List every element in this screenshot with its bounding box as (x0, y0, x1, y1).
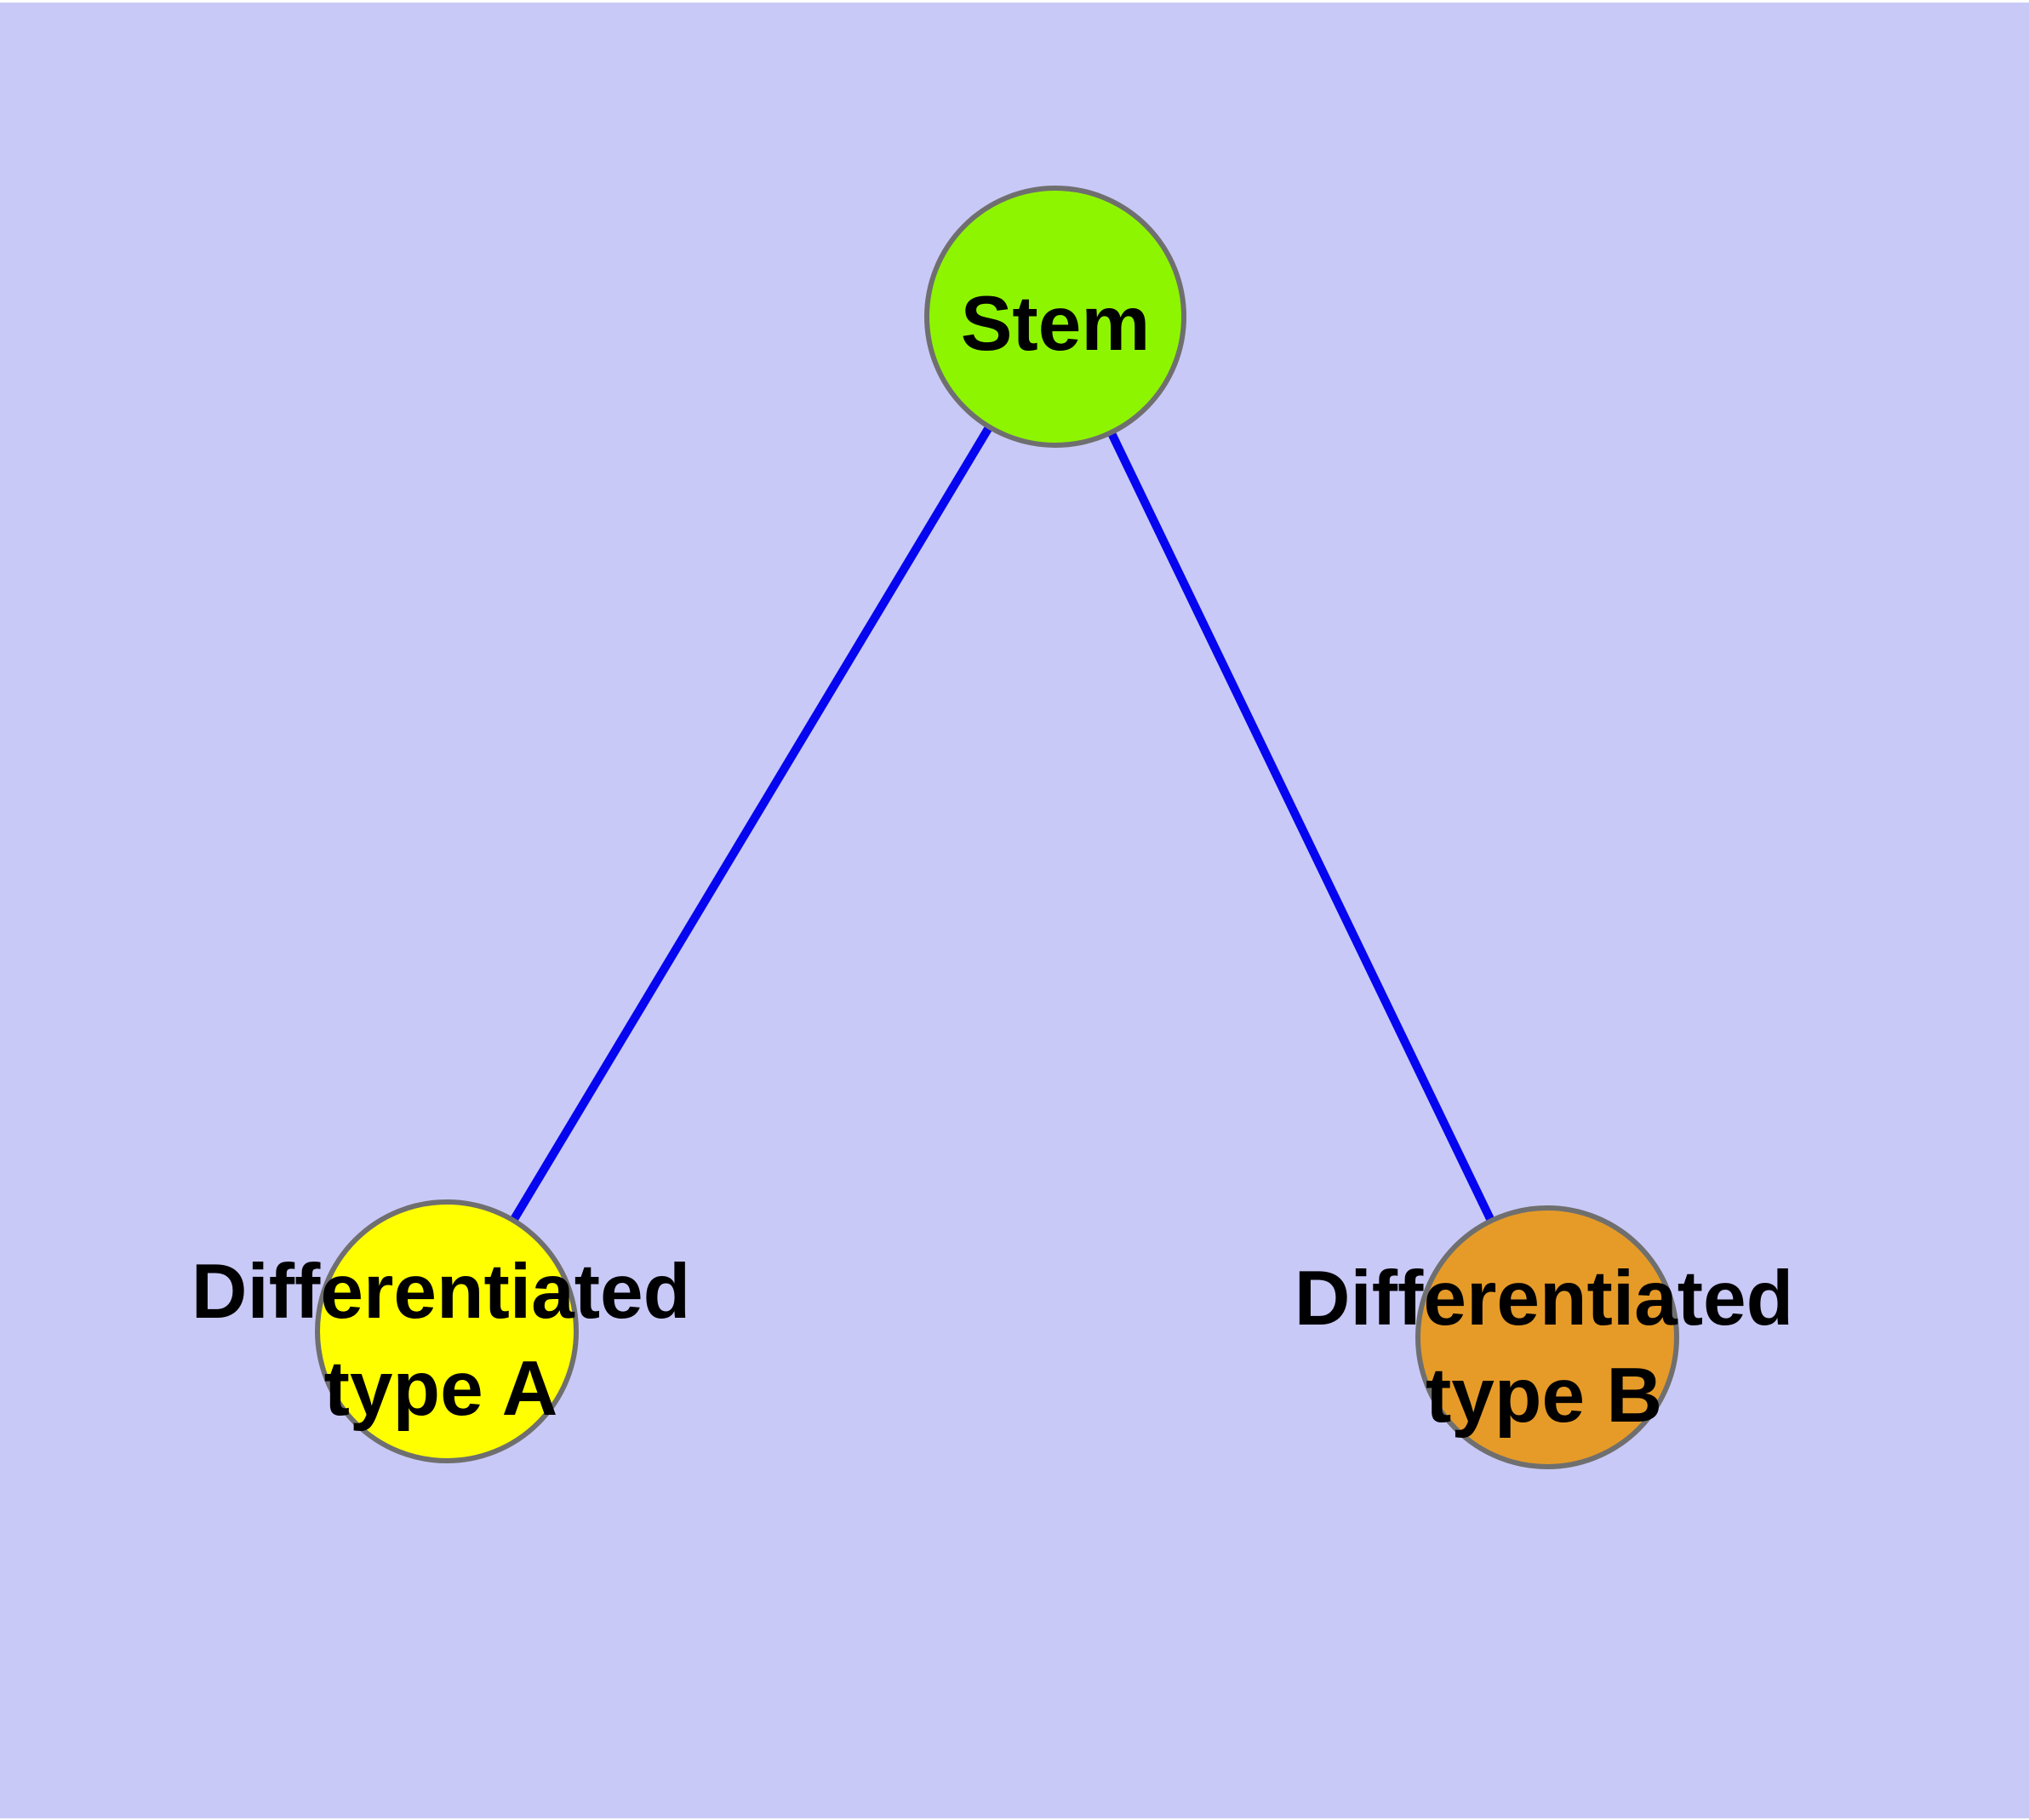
top-edge-strip (0, 0, 2029, 3)
stem-node (924, 186, 1186, 448)
type-b-label-line2: type B (1426, 1353, 1662, 1439)
type-b-label-line1: Differentiated (1295, 1256, 1794, 1342)
type-a-label-line2: type A (324, 1346, 558, 1432)
edge-stem-to-type-b (1051, 314, 1552, 1340)
edge-stem-to-type-a (443, 314, 1060, 1334)
bottom-edge-strip (0, 1818, 2029, 1820)
type-a-label-line1: Differentiated (191, 1249, 691, 1335)
stem-node-label: Stem (961, 281, 1151, 367)
type-a-node (315, 1199, 579, 1463)
type-b-node (1415, 1205, 1679, 1469)
